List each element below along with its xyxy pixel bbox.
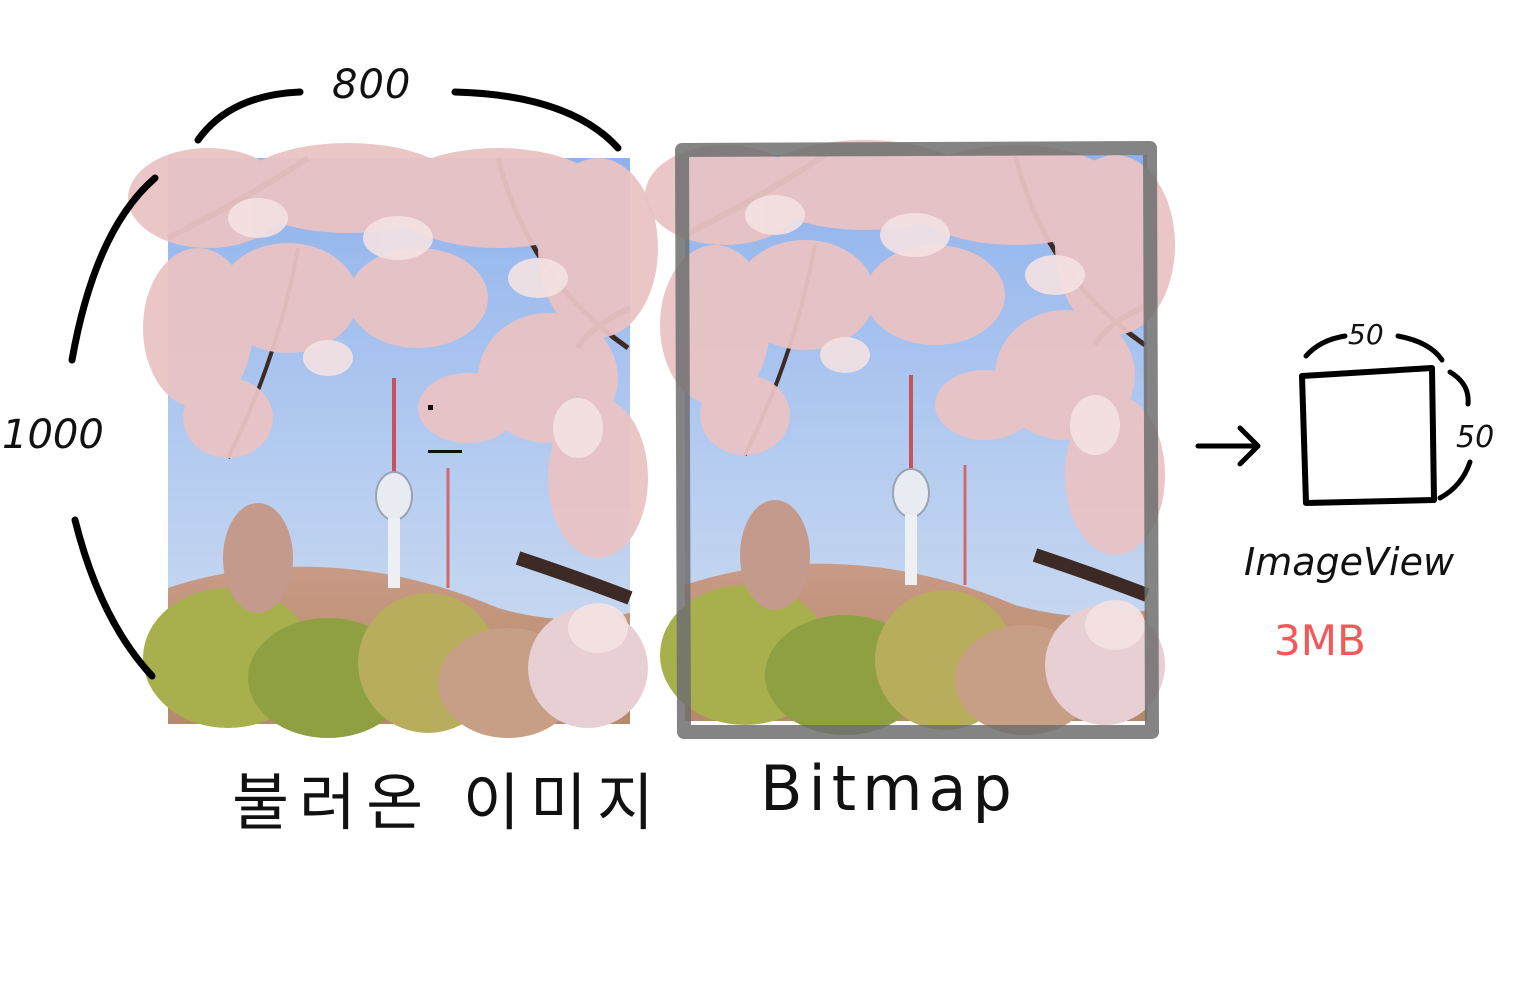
imageview-box [1299,365,1437,506]
height-label: 1000 [2,412,104,458]
imageview-width-bracket-left [1303,333,1348,359]
bitmap-frame [675,141,1159,739]
imageview-height-bracket-bottom [1437,459,1473,501]
loaded-image-caption: 불러온 이미지 [232,766,664,839]
imageview-height-bracket-top [1447,369,1471,407]
bitmap-photo [645,140,1175,735]
height-bracket-bottom [71,516,156,680]
bitmap-caption: Bitmap [760,752,1018,825]
imageview-height-label: 50 [1456,420,1495,455]
memory-size-label: 3MB [1274,616,1366,665]
imageview-width-label: 50 [1348,318,1384,351]
width-bracket-left [194,88,304,144]
arrow-right-icon [1195,425,1261,467]
photo-mark-dot [428,405,433,410]
width-label: 800 [332,62,412,108]
imageview-caption: ImageView [1244,540,1455,584]
width-bracket-right [451,88,622,152]
photo-mark-dash [428,450,462,453]
loaded-image-photo [128,143,658,738]
height-bracket-top [68,174,159,364]
imageview-width-bracket-right [1395,333,1445,363]
